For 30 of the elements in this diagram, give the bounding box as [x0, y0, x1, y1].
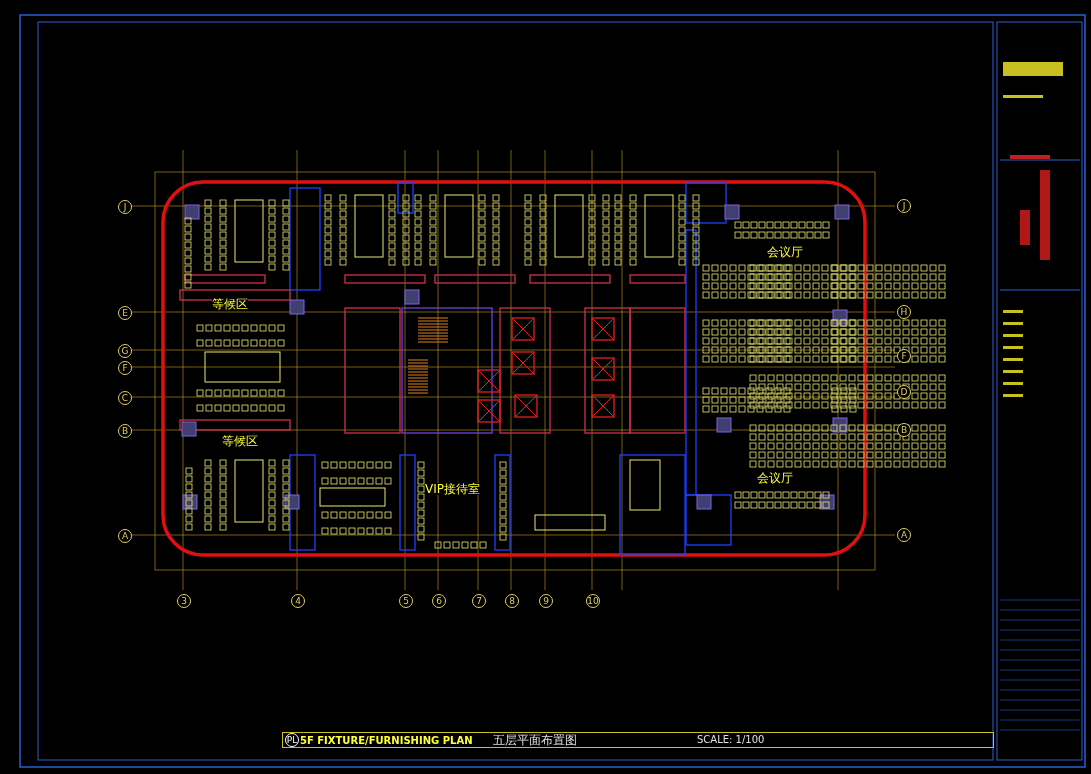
grid-bubble: F	[118, 361, 132, 375]
grid-bubble: F	[897, 349, 911, 363]
grid-bubble: B	[897, 423, 911, 437]
grid-bubble: 5	[399, 594, 413, 608]
grid-bubble: 9	[539, 594, 553, 608]
room-label: VIP接待室	[425, 483, 480, 495]
grid-bubble: J	[118, 200, 132, 214]
grid-bubble: 10	[586, 594, 600, 608]
room-label: 等候区	[222, 435, 258, 447]
room-label: 会议厅	[757, 472, 793, 484]
grid-bubble: 7	[472, 594, 486, 608]
grid-bubble: C	[118, 391, 132, 405]
grid-bubble: B	[118, 424, 132, 438]
drawing-subtitle: 五层平面布置图	[493, 734, 577, 746]
grid-bubble: J	[897, 199, 911, 213]
drawing-title: 5F FIXTURE/FURNISHING PLAN	[300, 736, 473, 746]
grid-bubble: A	[118, 529, 132, 543]
grid-bubble: 8	[505, 594, 519, 608]
drawing-code-bubble: PL	[285, 733, 299, 747]
grid-bubble: G	[118, 344, 132, 358]
grid-bubble: D	[897, 385, 911, 399]
grid-bubble: 3	[177, 594, 191, 608]
grid-bubble: A	[897, 528, 911, 542]
grid-bubble: 4	[291, 594, 305, 608]
grid-bubble: H	[897, 305, 911, 319]
room-label: 等候区	[212, 298, 248, 310]
scale-note: SCALE: 1/100	[697, 735, 765, 745]
grid-bubble: E	[118, 306, 132, 320]
room-label: 会议厅	[767, 246, 803, 258]
grid-bubble: 6	[432, 594, 446, 608]
